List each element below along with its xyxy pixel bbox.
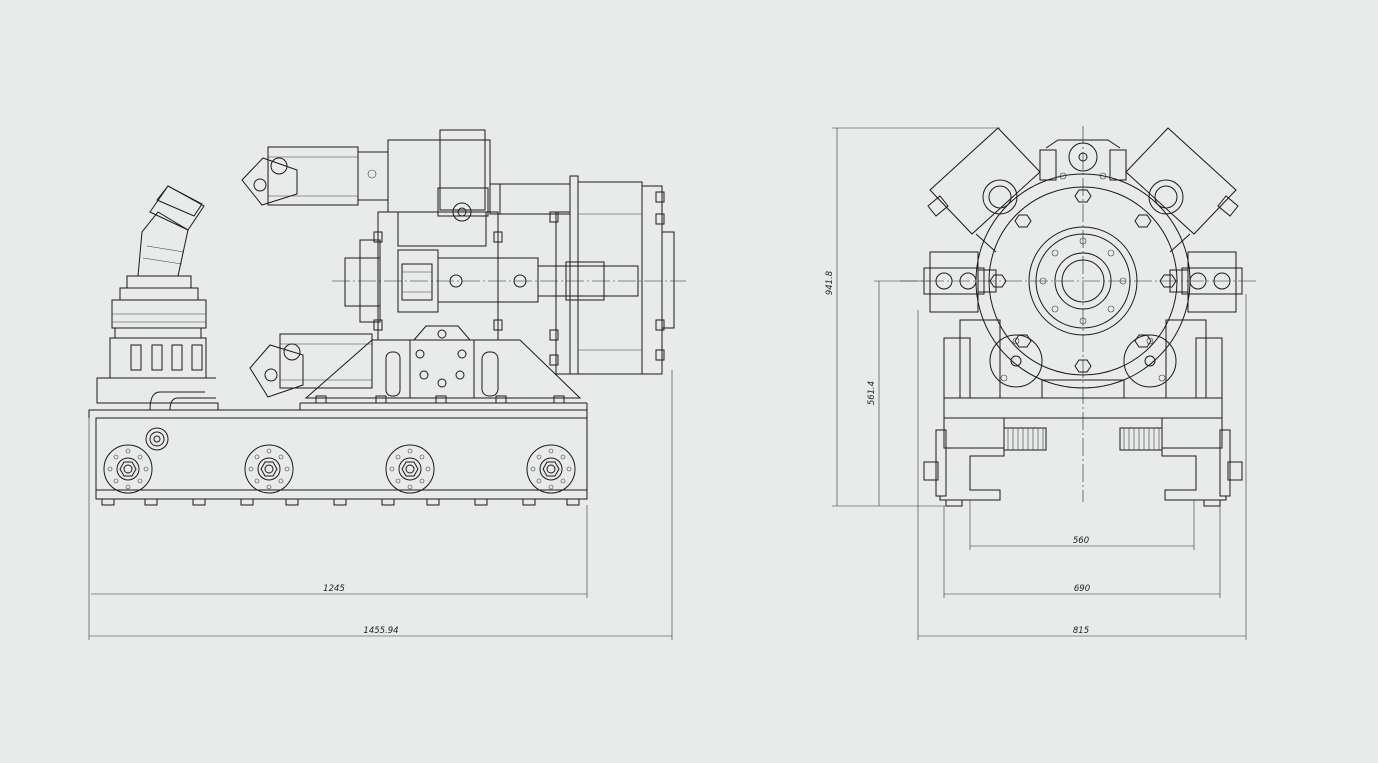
port-flange xyxy=(103,444,153,494)
port-flange xyxy=(526,444,576,494)
upper-cylinder xyxy=(241,140,389,210)
lower-cylinder xyxy=(249,333,373,398)
side-base-bolts xyxy=(101,498,580,506)
front-gears xyxy=(1003,427,1163,451)
dimension-lines xyxy=(88,127,1247,640)
side-main-housing xyxy=(344,129,571,341)
front-angled-cylinders xyxy=(927,127,1239,253)
dim-text-side-base-length: 1245 xyxy=(323,584,345,594)
port-flange xyxy=(244,444,294,494)
dim-text-front-total-width: 815 xyxy=(1073,626,1089,636)
port-flange xyxy=(385,444,435,494)
side-support-bracket xyxy=(304,325,582,404)
dim-text-front-height-total: 941.8 xyxy=(825,270,835,295)
dim-text-front-height-axis: 561.4 xyxy=(867,381,877,405)
front-view xyxy=(900,126,1258,507)
dim-text-front-inner-width: 560 xyxy=(1073,536,1089,546)
dim-text-side-total-length: 1455.94 xyxy=(363,626,398,636)
side-hydraulic-motor xyxy=(109,185,207,379)
gauge-fitting xyxy=(145,427,169,451)
side-view xyxy=(88,129,686,506)
front-side-columns xyxy=(943,319,1223,399)
side-output-assembly xyxy=(499,175,675,375)
side-port-flanges xyxy=(103,427,576,494)
dim-text-front-base-width: 690 xyxy=(1074,584,1090,594)
